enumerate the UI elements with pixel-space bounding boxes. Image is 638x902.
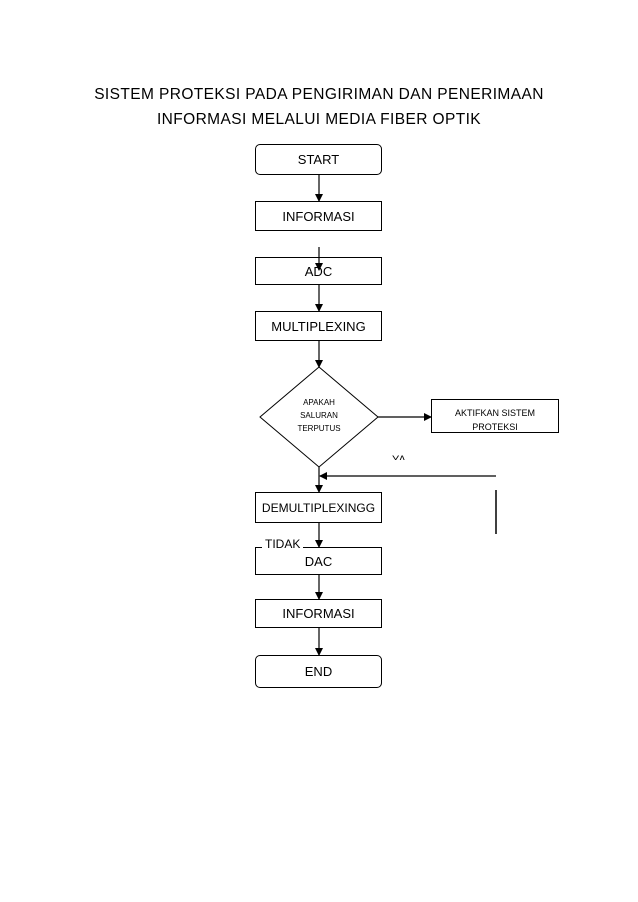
informasi-label-1: INFORMASI [282,208,355,224]
start-node: START [255,144,382,175]
informasi-label-2: INFORMASI [282,606,355,621]
diagram-title-line-2: INFORMASI MELALUI MEDIA FIBER OPTIK [156,111,482,128]
multiplexing-label: MULTIPLEXING [271,318,366,334]
informasi-node-1: INFORMASI [255,201,382,231]
informasi-node-2: INFORMASI [255,599,382,628]
dac-node: DAC [255,547,382,575]
adc-node: ADC [255,257,382,285]
diagram-title-line-1: SISTEM PROTEKSI PADA PENGIRIMAN DAN PENE… [94,86,544,103]
demultiplexing-node: DEMULTIPLEXINGG [255,492,382,523]
multiplexing-node: MULTIPLEXING [255,311,382,341]
start-label: START [297,152,340,167]
decision-text: APAKAH SALURAN TERPUTUS [259,399,379,433]
ya-label: YA [392,454,406,460]
decision-line-3: TERPUTUS [297,424,341,433]
ya-label-clip: YA [392,452,422,460]
end-node: END [255,655,382,688]
demultiplexing-label: DEMULTIPLEXINGG [261,500,376,515]
aktifkan-sistem-proteksi-node: AKTIFKAN SISTEM PROTEKSI [431,399,559,433]
dac-label: DAC [304,553,333,569]
decision-line-2: SALURAN [300,411,338,420]
adc-label: ADC [304,263,333,279]
tidak-label: TIDAK [262,537,304,552]
aktifkan-label: AKTIFKAN SISTEM PROTEKSI [455,408,536,432]
decision-line-1: APAKAH [303,398,335,407]
end-label: END [304,664,333,679]
